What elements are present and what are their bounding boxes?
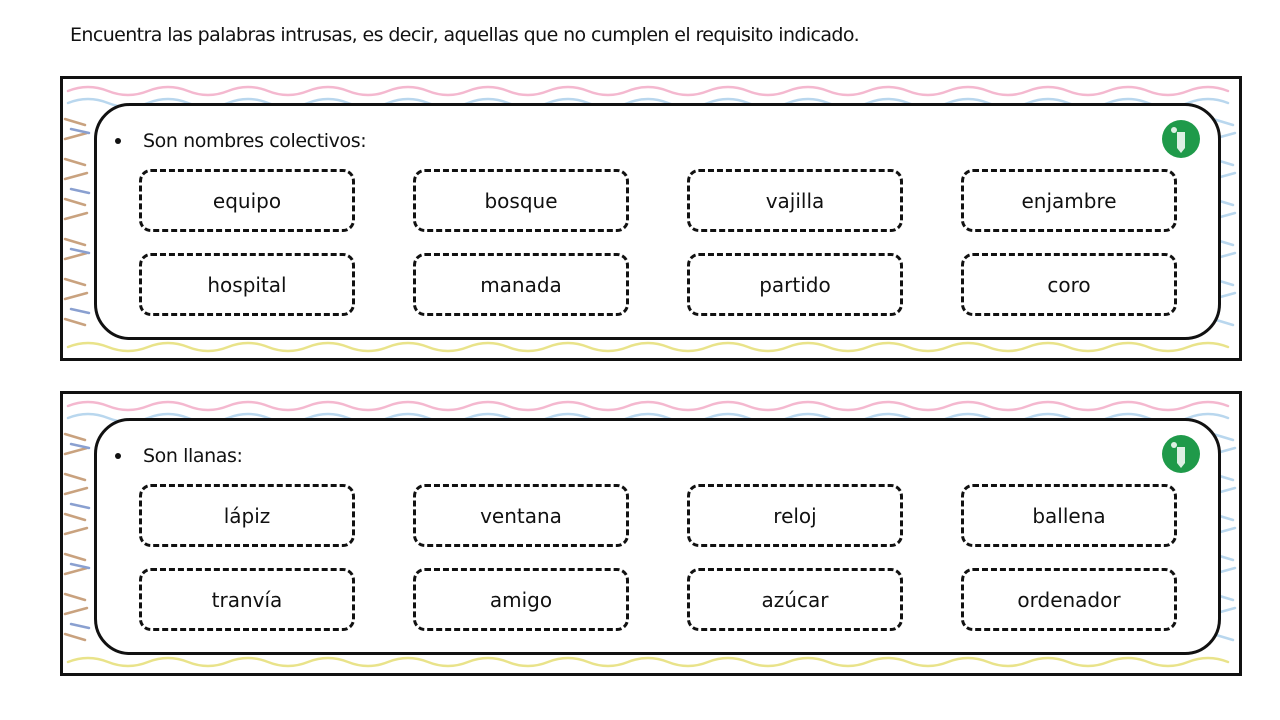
prompt-label: Son nombres colectivos: — [143, 130, 367, 152]
word-option[interactable]: ventana — [413, 484, 629, 547]
word-option[interactable]: ordenador — [961, 568, 1177, 631]
word-option[interactable]: ballena — [961, 484, 1177, 547]
word-option[interactable]: vajilla — [687, 169, 903, 232]
word-option[interactable]: azúcar — [687, 568, 903, 631]
word-option[interactable]: manada — [413, 253, 629, 316]
word-option[interactable]: partido — [687, 253, 903, 316]
word-option[interactable]: equipo — [139, 169, 355, 232]
exercise-card-1: Son nombres colectivos: equipo bosque va… — [94, 103, 1221, 340]
word-grid-2: lápiz ventana reloj ballena tranvía amig… — [139, 484, 1179, 631]
exercise-prompt-1: Son nombres colectivos: — [115, 130, 367, 152]
exercise-panel-2: Son llanas: lápiz ventana reloj ballena … — [60, 391, 1242, 676]
word-option[interactable]: reloj — [687, 484, 903, 547]
prompt-label: Son llanas: — [143, 445, 243, 467]
word-option[interactable]: coro — [961, 253, 1177, 316]
instruction-text: Encuentra las palabras intrusas, es deci… — [70, 24, 860, 46]
word-option[interactable]: hospital — [139, 253, 355, 316]
pattern-border-background — [63, 400, 1237, 668]
bullet-dot-icon — [115, 453, 121, 459]
word-option[interactable]: bosque — [413, 169, 629, 232]
word-grid-1: equipo bosque vajilla enjambre hospital … — [139, 169, 1179, 316]
exercise-prompt-2: Son llanas: — [115, 445, 243, 467]
exercise-card-2: Son llanas: lápiz ventana reloj ballena … — [94, 418, 1221, 655]
word-option[interactable]: tranvía — [139, 568, 355, 631]
pencil-badge-icon — [1162, 435, 1200, 473]
word-option[interactable]: enjambre — [961, 169, 1177, 232]
word-option[interactable]: amigo — [413, 568, 629, 631]
pattern-border-background — [63, 85, 1237, 353]
exercise-panel-1: Son nombres colectivos: equipo bosque va… — [60, 76, 1242, 361]
pencil-badge-icon — [1162, 120, 1200, 158]
bullet-dot-icon — [115, 138, 121, 144]
word-option[interactable]: lápiz — [139, 484, 355, 547]
